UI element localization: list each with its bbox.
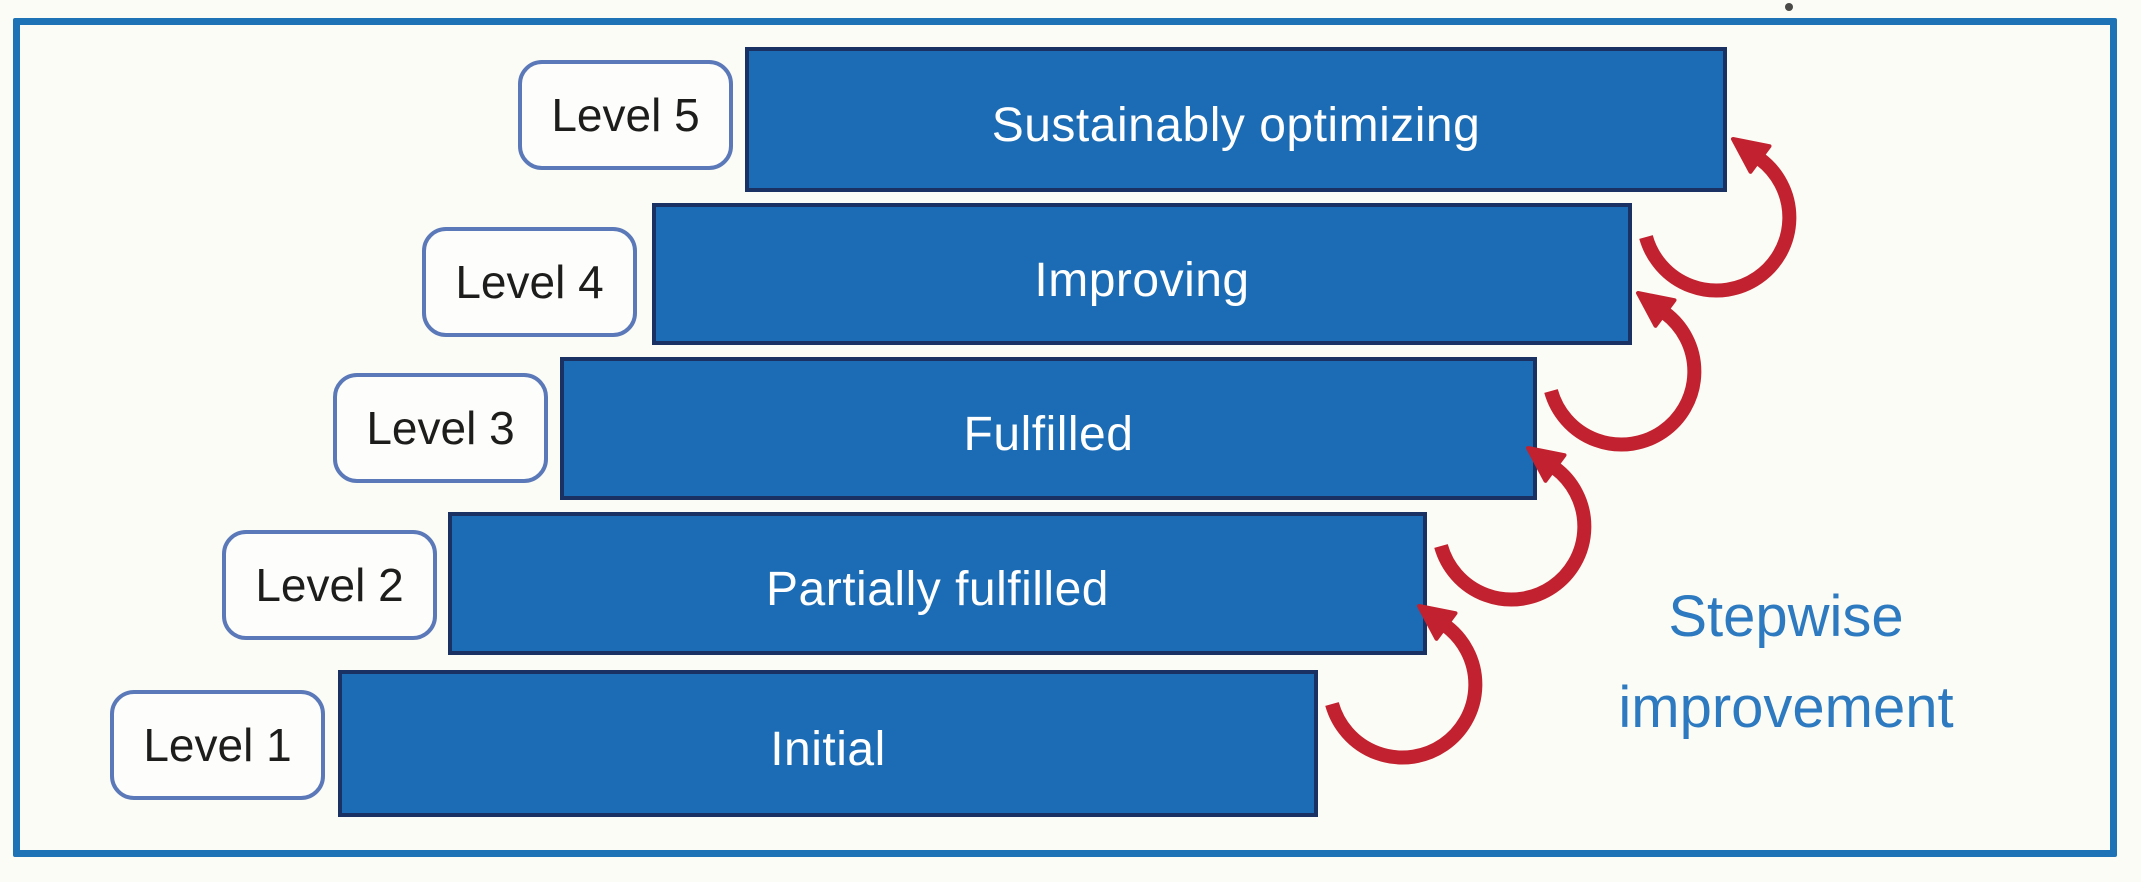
level-badge-text: Level 4: [455, 256, 604, 308]
level-badge-text: Level 3: [366, 402, 515, 454]
maturity-bar-level-4: Improving: [652, 203, 1632, 345]
maturity-bar-level-1: Initial: [338, 670, 1318, 817]
maturity-bar-level-3: Fulfilled: [560, 357, 1537, 500]
level-badge-text: Level 1: [143, 719, 292, 771]
level-badge-4: Level 4: [422, 227, 637, 337]
level-badge-text: Level 5: [551, 89, 700, 141]
level-badge-3: Level 3: [333, 373, 548, 483]
stray-dot: [1785, 3, 1793, 11]
level-badge-text: Level 2: [255, 559, 404, 611]
outer-frame: [13, 18, 2117, 857]
maturity-bar-title: Sustainably optimizing: [991, 99, 1481, 152]
stepwise-line2: improvement: [1618, 675, 1954, 740]
maturity-bar-title: Improving: [1034, 253, 1250, 307]
maturity-bar-title: Fulfilled: [963, 408, 1134, 461]
level-badge-1: Level 1: [110, 690, 325, 800]
maturity-bar-title: Partially fulfilled: [766, 563, 1109, 616]
stepwise-improvement-label: Stepwise improvement: [1561, 571, 2011, 753]
level-badge-5: Level 5: [518, 60, 733, 170]
level-badge-2: Level 2: [222, 530, 437, 640]
maturity-bar-level-2: Partially fulfilled: [448, 512, 1427, 655]
maturity-bar-title: Initial: [770, 723, 886, 776]
maturity-bar-level-5: Sustainably optimizing: [745, 47, 1727, 192]
stepwise-line1: Stepwise: [1668, 584, 1904, 649]
